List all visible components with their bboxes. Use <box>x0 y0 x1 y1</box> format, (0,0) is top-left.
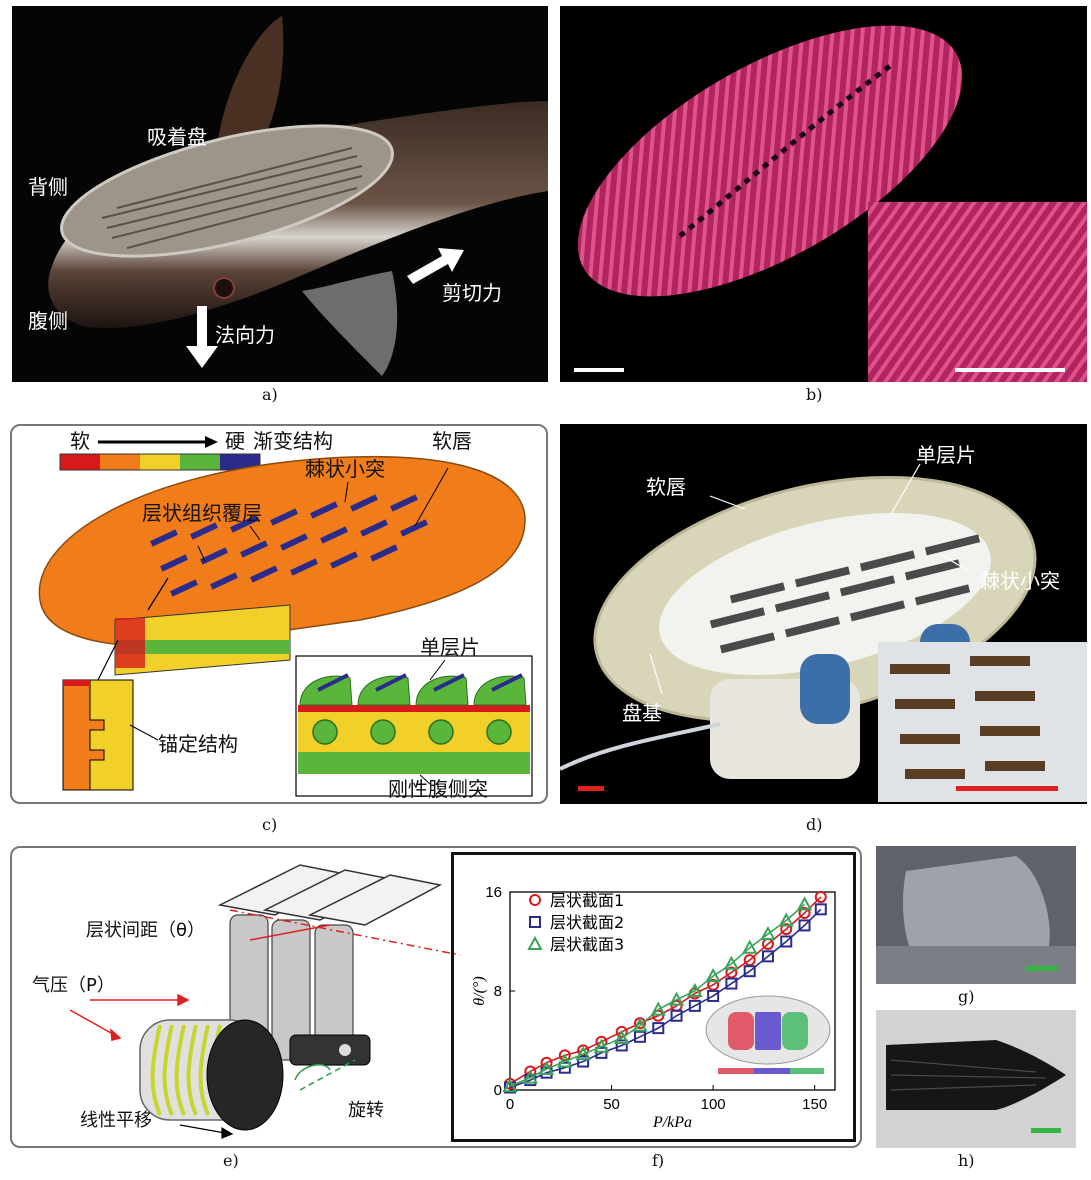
label-rigid-ventral: 刚性腹侧突 <box>388 777 488 801</box>
label-ventral: 腹侧 <box>28 309 68 333</box>
caption-f: f) <box>652 1151 665 1170</box>
label-spacing: 层状间距（θ） <box>86 920 206 941</box>
caption-d: d) <box>806 815 823 834</box>
label-dorsal: 背侧 <box>28 175 68 199</box>
label-rotation: 旋转 <box>348 1100 384 1121</box>
label-spinules-c: 棘状小突 <box>305 457 385 481</box>
panel-g-photo <box>876 846 1076 984</box>
label-single-lamella-c: 单层片 <box>420 635 480 659</box>
label-soft-lip-d: 软唇 <box>646 475 686 499</box>
scale-bar-inset <box>955 368 1065 372</box>
caption-h: h) <box>958 1151 975 1170</box>
label-normal-force: 法向力 <box>215 323 275 347</box>
label-soft-lip-c: 软唇 <box>432 429 472 453</box>
caption-b: b) <box>806 385 823 404</box>
panel-ef-frame <box>10 846 862 1148</box>
label-shear-force: 剪切力 <box>442 281 502 305</box>
scale-bar-inset <box>956 786 1058 791</box>
label-gradient: 渐变结构 <box>253 429 333 453</box>
diagonal-arrow-icon <box>407 248 464 284</box>
lamella-micrograph-g <box>876 846 1076 984</box>
scale-bar <box>1026 966 1058 971</box>
caption-a: a) <box>262 385 278 404</box>
scale-bar <box>1031 1128 1061 1133</box>
panel-b-micrograph <box>560 6 1087 382</box>
label-hard: 硬 <box>225 429 245 453</box>
label-suction-disc: 吸着盘 <box>147 125 207 149</box>
label-translation: 线性平移 <box>80 1110 152 1131</box>
disc-micrograph <box>574 25 1087 382</box>
caption-g: g) <box>958 987 975 1006</box>
prototype-photo <box>560 463 1087 802</box>
label-lamellar-cover: 层状组织覆层 <box>142 501 262 525</box>
label-single-lamella-d: 单层片 <box>916 443 976 467</box>
scale-bar <box>578 786 604 791</box>
label-spinules-d: 棘状小突 <box>980 569 1060 593</box>
caption-c: c) <box>262 815 278 834</box>
panel-h-photo <box>876 1010 1076 1148</box>
panel-d-photo: 单层片 软唇 棘状小突 盘基 <box>560 424 1087 804</box>
scale-bar <box>574 368 624 372</box>
label-anchor: 锚定结构 <box>158 732 238 756</box>
label-soft: 软 <box>70 429 90 453</box>
down-arrow-icon <box>186 306 218 368</box>
spinule-micrograph-h <box>876 1010 1076 1148</box>
label-pressure: 气压（P） <box>32 975 115 996</box>
panel-c-frame <box>10 424 548 804</box>
panel-a-photo: 吸着盘 背侧 腹侧 法向力 剪切力 <box>12 6 548 382</box>
panel-f-frame <box>451 852 856 1142</box>
remora-fish-illustration <box>48 16 548 376</box>
label-base: 盘基 <box>622 701 662 725</box>
caption-e: e) <box>223 1151 239 1170</box>
